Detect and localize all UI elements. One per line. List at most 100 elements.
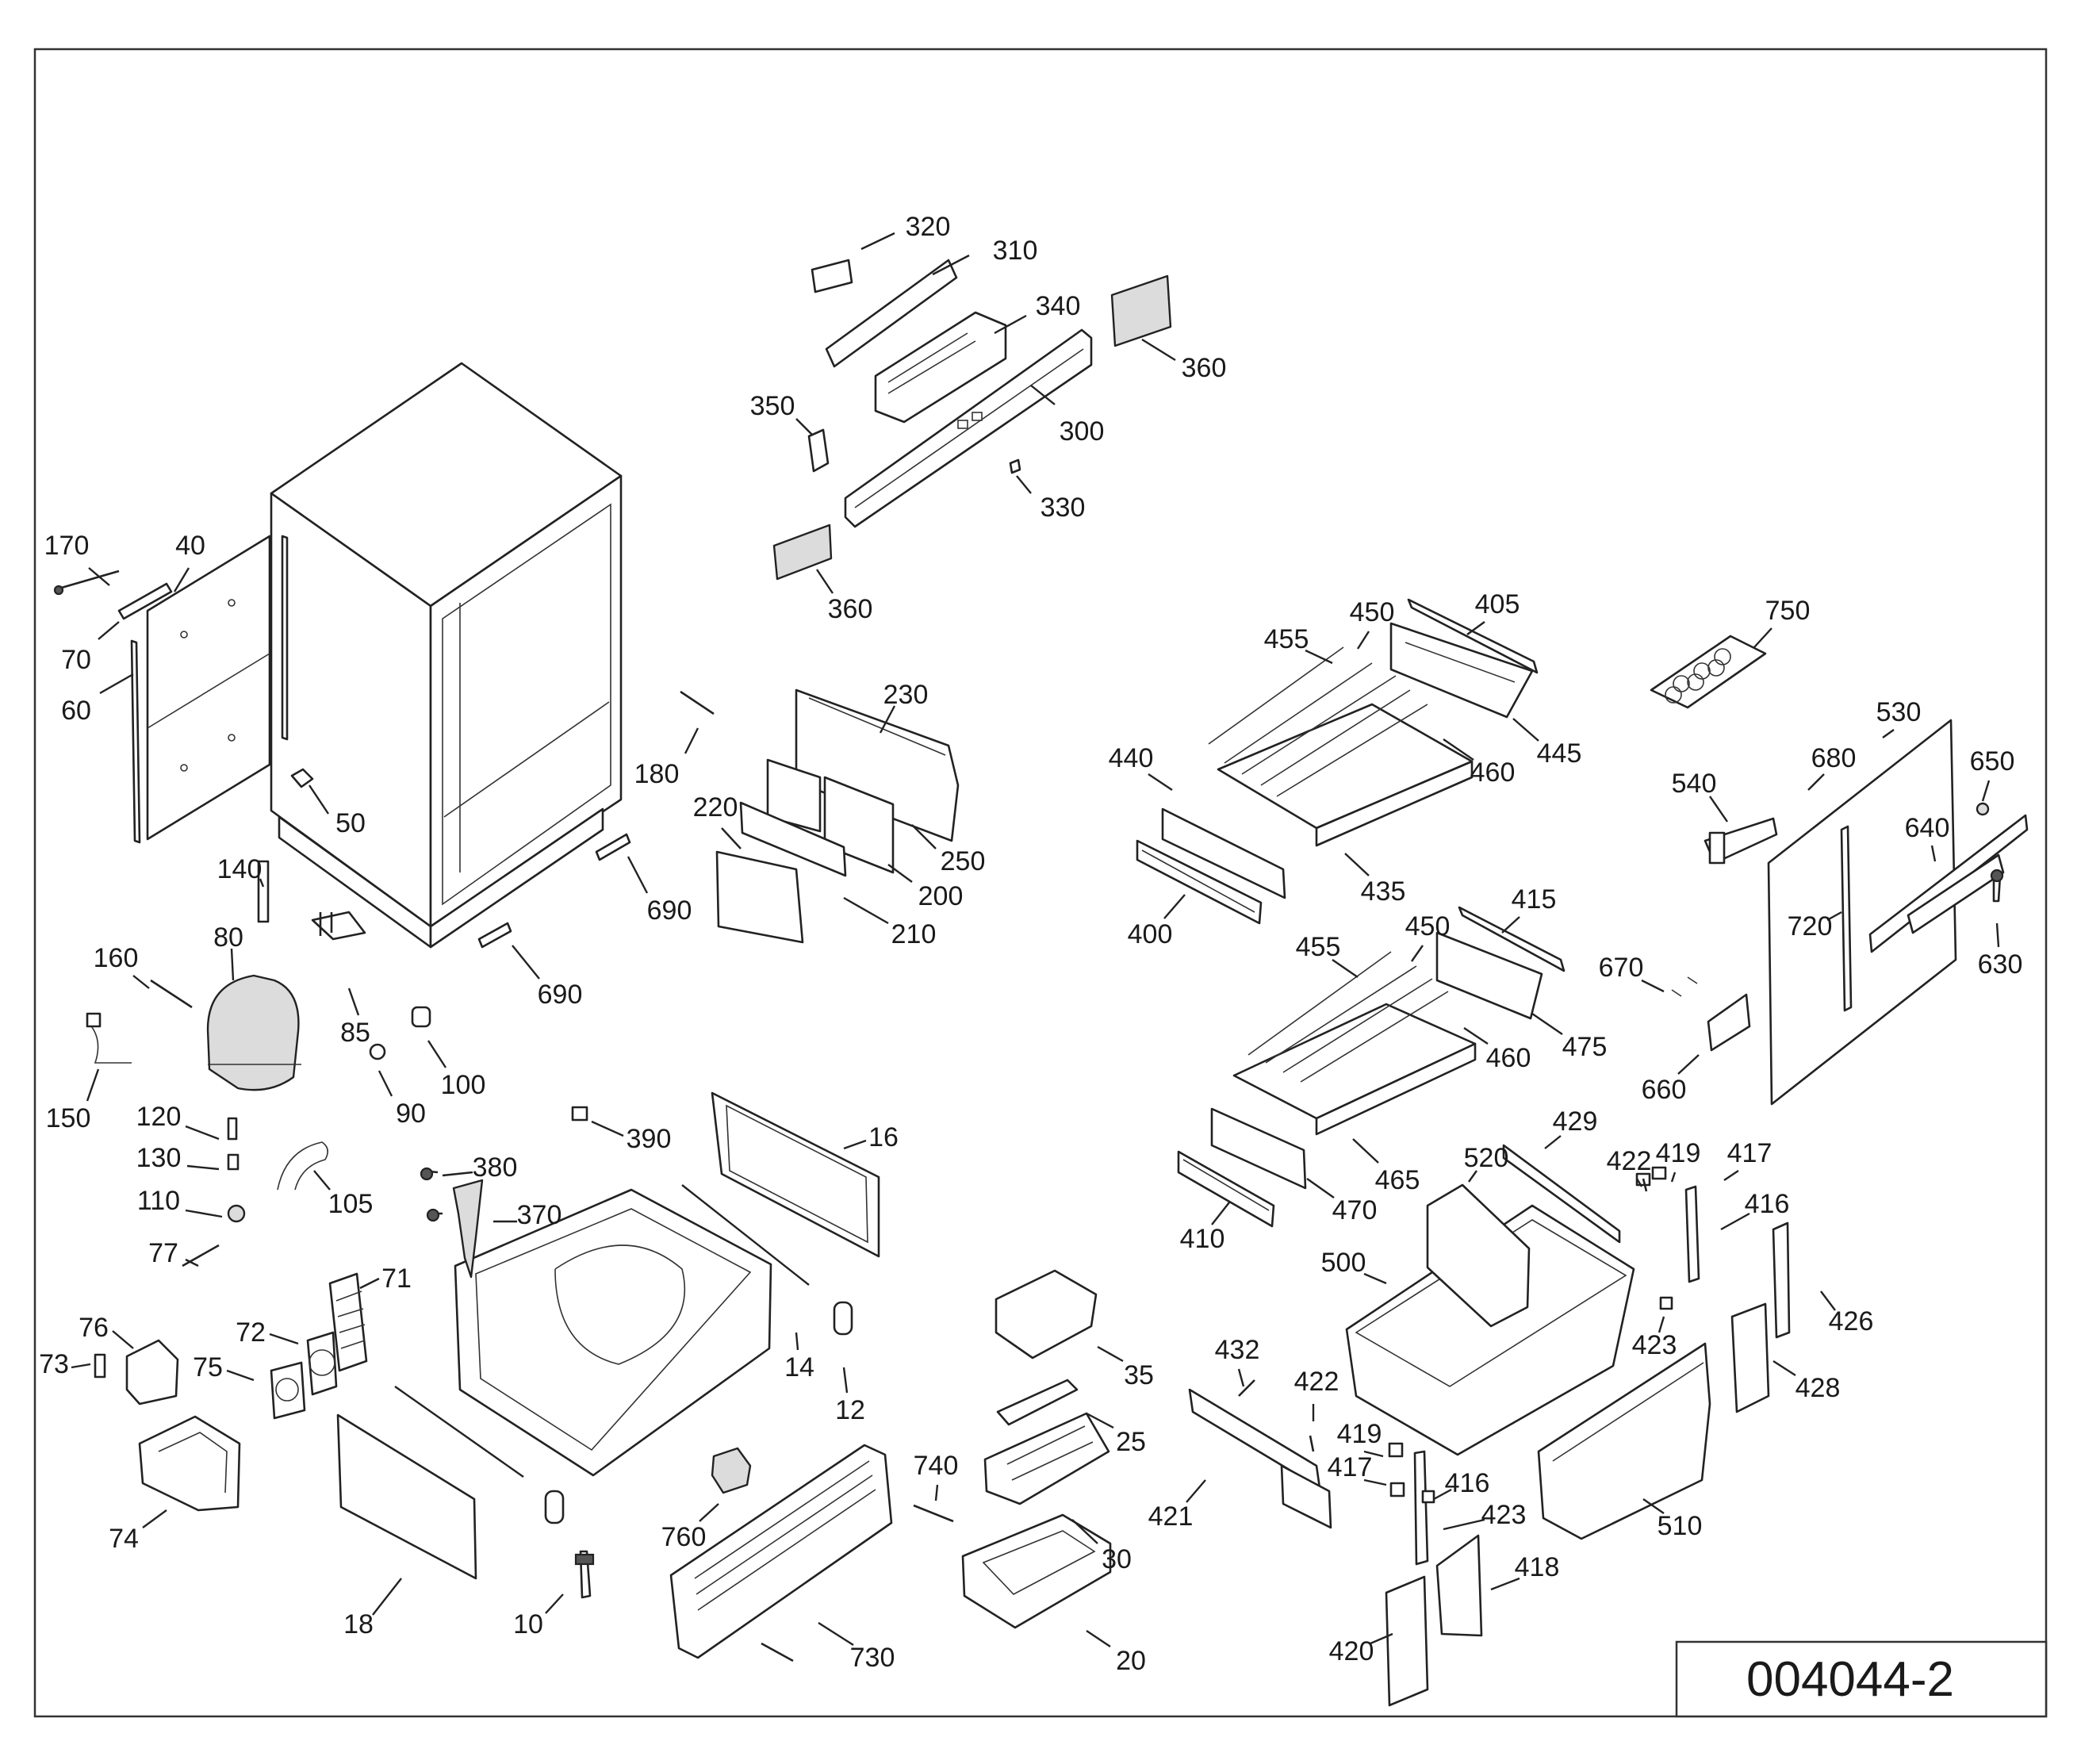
callout-label-50: 50 <box>335 808 366 838</box>
leader-line-455 <box>1305 649 1333 665</box>
leader-line-760 <box>699 1503 719 1522</box>
callout-label-650: 650 <box>1970 746 2015 777</box>
callout-label-220: 220 <box>693 792 738 823</box>
leader-line-300 <box>1030 385 1056 405</box>
leader-line-510 <box>1642 1498 1665 1514</box>
callout-label-30: 30 <box>1102 1544 1132 1574</box>
bin-and-rail-parts <box>1188 1144 1791 1707</box>
callout-label-72: 72 <box>236 1317 266 1348</box>
callout-label-60: 60 <box>61 696 91 726</box>
leader-line-460 <box>1463 1027 1489 1045</box>
callout-label-340: 340 <box>1036 291 1081 321</box>
leader-line-74 <box>142 1509 167 1528</box>
callout-label-730: 730 <box>850 1643 895 1673</box>
leader-line-540 <box>1709 796 1728 823</box>
callout-label-100: 100 <box>441 1070 486 1100</box>
leader-line-670 <box>1641 979 1665 993</box>
leader-line-73 <box>71 1363 91 1369</box>
drawing-number: 004044-2 <box>1746 1652 1954 1707</box>
callout-label-310: 310 <box>993 236 1038 266</box>
leader-line-410 <box>1211 1202 1230 1225</box>
leader-line-419 <box>1363 1450 1384 1458</box>
leader-line-20 <box>1086 1630 1111 1647</box>
leader-line-450 <box>1356 631 1370 650</box>
leader-line-419 <box>1670 1172 1677 1183</box>
callout-label-470: 470 <box>1332 1195 1378 1225</box>
callout-label-422: 422 <box>1294 1367 1339 1397</box>
fan-parts <box>94 1272 368 1512</box>
callout-label-76: 76 <box>79 1313 109 1343</box>
leader-line-72 <box>269 1333 299 1345</box>
callout-label-500: 500 <box>1321 1248 1366 1278</box>
callout-label-510: 510 <box>1658 1511 1703 1541</box>
leader-line-445 <box>1512 718 1539 742</box>
leader-line-420 <box>1370 1632 1393 1645</box>
callout-label-417: 417 <box>1727 1138 1772 1168</box>
leader-line-85 <box>347 987 360 1016</box>
leader-line-220 <box>721 827 742 849</box>
leader-line-35 <box>1097 1345 1124 1363</box>
callout-label-300: 300 <box>1060 416 1105 447</box>
callout-label-455: 455 <box>1296 932 1341 962</box>
callout-label-400: 400 <box>1128 919 1173 949</box>
leader-line-421 <box>1186 1479 1206 1503</box>
callout-label-120: 120 <box>136 1102 182 1132</box>
callout-label-210: 210 <box>891 919 937 949</box>
leader-line-750 <box>1753 627 1772 648</box>
leader-line-350 <box>795 418 813 435</box>
callout-label-75: 75 <box>193 1352 223 1382</box>
leader-line-435 <box>1344 853 1370 876</box>
leader-line-390 <box>591 1120 624 1137</box>
compressor-parts <box>86 860 431 1267</box>
leader-line-440 <box>1148 773 1173 791</box>
callout-label-420: 420 <box>1329 1636 1374 1666</box>
leader-line-680 <box>1807 773 1825 791</box>
leader-line-470 <box>1306 1178 1335 1198</box>
leader-line-140 <box>259 878 265 888</box>
control-panel-parts <box>772 259 1172 581</box>
callout-label-360: 360 <box>1182 353 1227 383</box>
callout-label-160: 160 <box>94 943 139 973</box>
leader-line-423 <box>1658 1316 1665 1333</box>
callout-label-110: 110 <box>137 1186 180 1216</box>
callout-label-200: 200 <box>918 881 964 911</box>
leader-line-75 <box>226 1369 255 1382</box>
callout-label-360: 360 <box>828 594 873 624</box>
leader-line-415 <box>1501 916 1520 934</box>
callout-label-460: 460 <box>1470 757 1516 788</box>
leader-line-422 <box>1635 1178 1643 1187</box>
callout-label-70: 70 <box>61 645 91 675</box>
leader-line-250 <box>911 824 937 849</box>
callout-label-750: 750 <box>1765 596 1811 626</box>
leader-line-18 <box>372 1578 402 1616</box>
callout-label-670: 670 <box>1599 953 1644 983</box>
leader-line-200 <box>887 864 913 883</box>
leader-line-428 <box>1772 1359 1796 1377</box>
leader-lines <box>71 232 2000 1647</box>
leader-line-14 <box>795 1332 799 1351</box>
leader-line-25 <box>1086 1412 1114 1429</box>
callout-label-80: 80 <box>213 922 243 953</box>
callout-label-25: 25 <box>1116 1427 1146 1457</box>
leader-line-160 <box>132 975 150 989</box>
callout-label-428: 428 <box>1795 1373 1841 1403</box>
callout-label-460: 460 <box>1486 1043 1531 1073</box>
leader-line-416 <box>1433 1488 1452 1501</box>
leader-line-432 <box>1237 1368 1245 1387</box>
callout-label-250: 250 <box>941 846 986 876</box>
leader-line-320 <box>860 232 895 251</box>
callout-label-130: 130 <box>136 1143 182 1173</box>
evaporator-parts <box>680 688 960 944</box>
callout-label-16: 16 <box>868 1122 899 1152</box>
callout-label-77: 77 <box>148 1238 178 1268</box>
callout-label-410: 410 <box>1180 1224 1225 1254</box>
leader-line-360 <box>816 569 834 594</box>
callout-label-640: 640 <box>1905 813 1950 843</box>
callout-label-426: 426 <box>1829 1306 1874 1336</box>
leader-line-640 <box>1930 845 1937 862</box>
callout-label-435: 435 <box>1361 876 1406 907</box>
callout-label-445: 445 <box>1537 738 1582 769</box>
callout-label-18: 18 <box>343 1609 374 1639</box>
leader-line-690 <box>512 945 540 980</box>
